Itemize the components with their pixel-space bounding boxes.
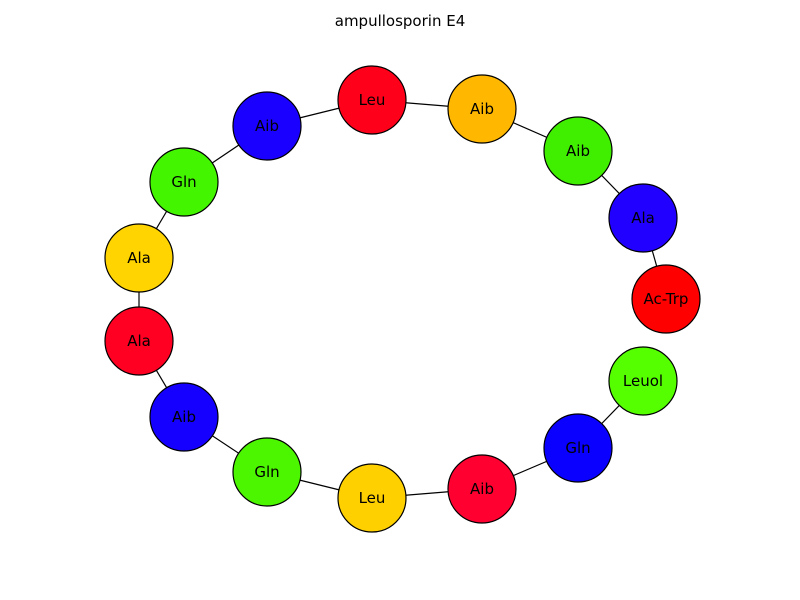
residue-label: Gln xyxy=(254,463,279,481)
residue-label: Leu xyxy=(359,91,386,109)
residue-label: Aib xyxy=(470,480,494,498)
residue-node-12: Aib xyxy=(447,454,517,524)
residue-label: Ac-Trp xyxy=(644,290,689,308)
residue-label: Leu xyxy=(359,489,386,507)
residue-node-0: Ac-Trp xyxy=(631,264,701,334)
residue-label: Ala xyxy=(127,332,151,350)
residue-circle xyxy=(543,116,613,186)
diagram-title: ampullosporin E4 xyxy=(335,12,466,30)
residue-circle xyxy=(608,183,678,253)
residue-circle xyxy=(337,65,407,135)
residue-node-11: Leu xyxy=(337,463,407,533)
residue-circle xyxy=(447,454,517,524)
residue-circle xyxy=(337,463,407,533)
residue-label: Ala xyxy=(127,249,151,267)
residue-node-8: Ala xyxy=(104,306,174,376)
residue-label: Aib xyxy=(255,117,279,135)
residue-label: Aib xyxy=(470,100,494,118)
residue-circle xyxy=(447,74,517,144)
residue-node-6: Gln xyxy=(149,147,219,217)
residue-circle xyxy=(232,91,302,161)
residue-label: Aib xyxy=(172,408,196,426)
residue-circle xyxy=(232,437,302,507)
residue-circle xyxy=(631,264,701,334)
residue-circle xyxy=(543,413,613,483)
residue-node-7: Ala xyxy=(104,223,174,293)
residue-node-3: Aib xyxy=(447,74,517,144)
residue-circle xyxy=(104,306,174,376)
residue-node-13: Gln xyxy=(543,413,613,483)
residue-node-9: Aib xyxy=(149,382,219,452)
residue-circle xyxy=(149,147,219,217)
residue-label: Ala xyxy=(631,209,655,227)
residue-circle xyxy=(104,223,174,293)
residue-label: Aib xyxy=(566,142,590,160)
residue-node-4: Leu xyxy=(337,65,407,135)
residue-circle xyxy=(149,382,219,452)
residue-label: Gln xyxy=(565,439,590,457)
residue-circle xyxy=(608,346,678,416)
residue-node-5: Aib xyxy=(232,91,302,161)
residue-node-10: Gln xyxy=(232,437,302,507)
residue-label: Leuol xyxy=(623,372,663,390)
residue-label: Gln xyxy=(171,173,196,191)
residue-node-1: Ala xyxy=(608,183,678,253)
residue-node-2: Aib xyxy=(543,116,613,186)
residue-node-14: Leuol xyxy=(608,346,678,416)
